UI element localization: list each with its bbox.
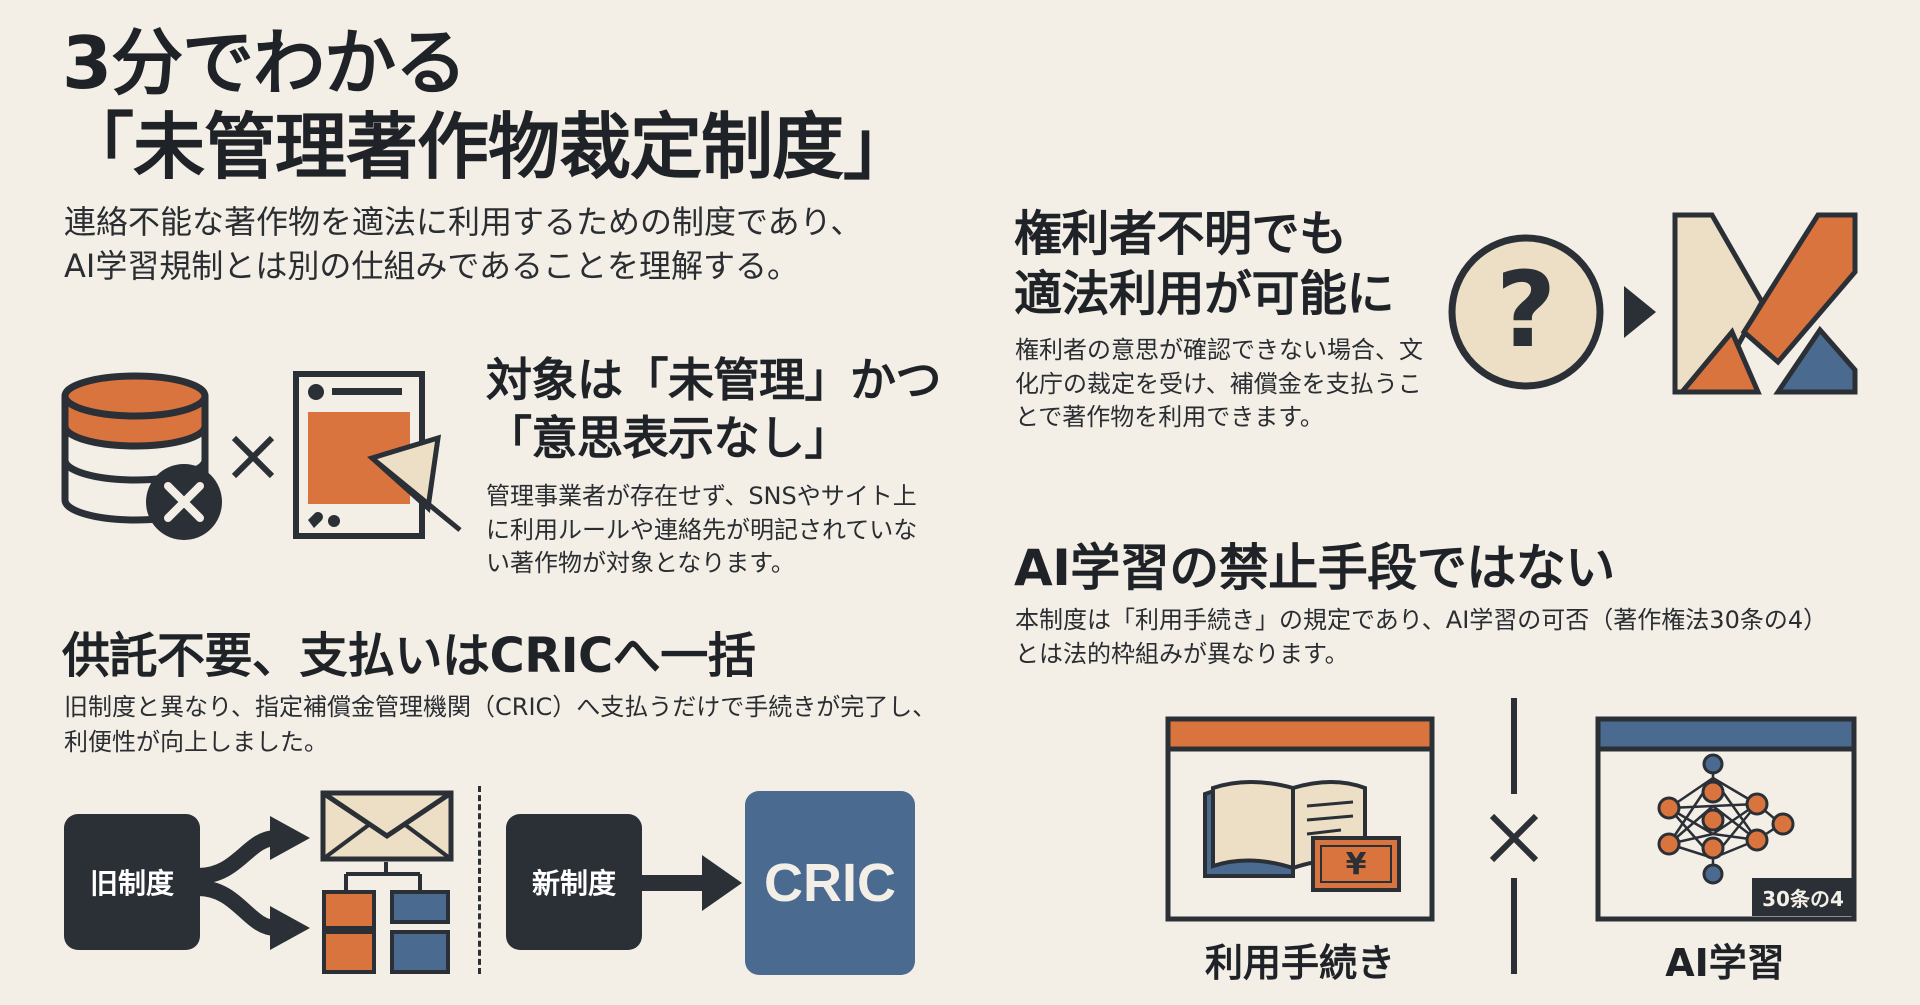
target-section-title: 対象は「未管理」かつ 「意思表示なし」 (486, 352, 942, 468)
payment-section-title: 供託不要、支払いはCRICへ一括 (62, 628, 756, 684)
article-30-4-tag: 30条の4 (1752, 878, 1854, 916)
ai-section-title: AI学習の禁止手段ではない (1014, 539, 1615, 597)
payment-body-line2: 利便性が向上しました。 (64, 727, 328, 756)
payment-section-body: 旧制度と異なり、指定補償金管理機関（CRIC）へ支払うだけで手続きが完了し、 利… (64, 690, 944, 760)
subtitle-line1: 連絡不能な著作物を適法に利用するための制度であり、 (64, 203, 863, 241)
payment-divider (478, 786, 481, 974)
payment-body-line1: 旧制度と異なり、指定補償金管理機関（CRIC）へ支払うだけで手続きが完了し、 (64, 693, 937, 721)
cric-box: CRIC (745, 791, 915, 975)
unknown-owner-title: 権利者不明でも 適法利用が可能に (1014, 204, 1395, 325)
triangle-arrow-icon (1624, 286, 1656, 338)
forms-icon (322, 862, 450, 974)
webpage-shield-icon (293, 371, 462, 539)
ai-learning-label: AI学習 (1665, 941, 1785, 985)
unknown-title-line1: 権利者不明でも (1014, 206, 1347, 262)
unknown-owner-body: 権利者の意思が確認できない場合、文化庁の裁定を受け、補償金を支払うことで著作物を… (1015, 336, 1423, 432)
ai-section-body: 本制度は「利用手続き」の規定であり、AI学習の可否（著作権法30条の4） とは法… (1015, 603, 1895, 671)
branch-arrows-icon (198, 816, 310, 950)
resolution-icon (1672, 212, 1858, 395)
envelope-icon (320, 790, 454, 862)
target-title-line2: 「意思表示なし」 (486, 410, 851, 465)
page-title: 3分でわかる 「未管理著作物裁定制度」 (62, 21, 915, 189)
times-icon (231, 435, 275, 479)
ai-body-line1: 本制度は「利用手続き」の規定であり、AI学習の可否（著作権法30条の4） (1015, 606, 1828, 634)
times-icon-2 (1489, 813, 1539, 863)
ai-body-line2: とは法的枠組みが異なります。 (1015, 640, 1349, 669)
arrow-right-icon (640, 855, 742, 911)
subtitle-line2: AI学習規制とは別の仕組みであることを理解する。 (64, 247, 800, 286)
target-title-line1: 対象は「未管理」かつ (486, 353, 942, 407)
old-system-box: 旧制度 (64, 814, 200, 950)
unknown-title-line2: 適法利用が可能に (1014, 266, 1395, 323)
yen-symbol: ¥ (1345, 846, 1367, 882)
page-subtitle: 連絡不能な著作物を適法に利用するための制度であり、 AI学習規制とは別の仕組みで… (64, 200, 862, 288)
ai-window-icon (1595, 716, 1857, 922)
vertical-divider (1511, 698, 1517, 974)
title-line1: 3分でわかる (62, 21, 467, 105)
procedure-window-icon (1165, 716, 1435, 922)
procedure-label: 利用手続き (1204, 941, 1395, 985)
title-line2: 「未管理著作物裁定制度」 (62, 104, 915, 189)
target-section-body: 管理事業者が存在せず、SNSやサイト上に利用ルールや連絡先が明記されていない著作… (486, 482, 918, 578)
svg-text:?: ? (1496, 249, 1556, 371)
question-circle-icon: ? (1448, 234, 1604, 390)
new-system-box: 新制度 (506, 814, 642, 950)
database-x-icon (61, 372, 222, 540)
